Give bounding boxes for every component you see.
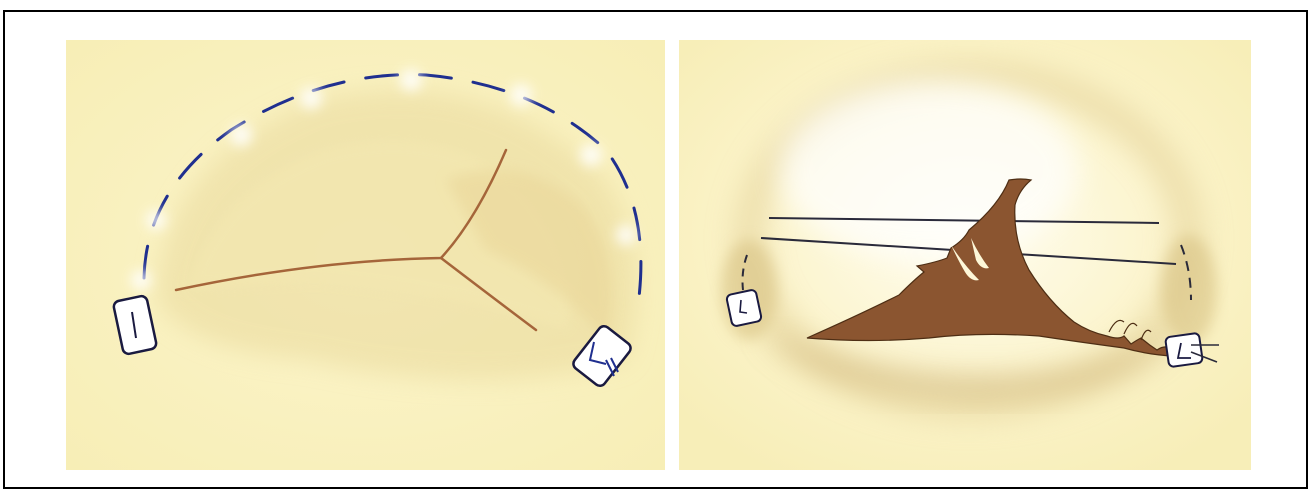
right-illustration-panel	[679, 40, 1251, 470]
center-highlight	[779, 80, 1079, 260]
left-illustration-panel	[66, 40, 665, 470]
pledget-left-icon	[726, 289, 762, 327]
left-illustration	[66, 40, 665, 470]
right-illustration	[679, 40, 1251, 470]
right-side-shadow	[1161, 235, 1217, 345]
